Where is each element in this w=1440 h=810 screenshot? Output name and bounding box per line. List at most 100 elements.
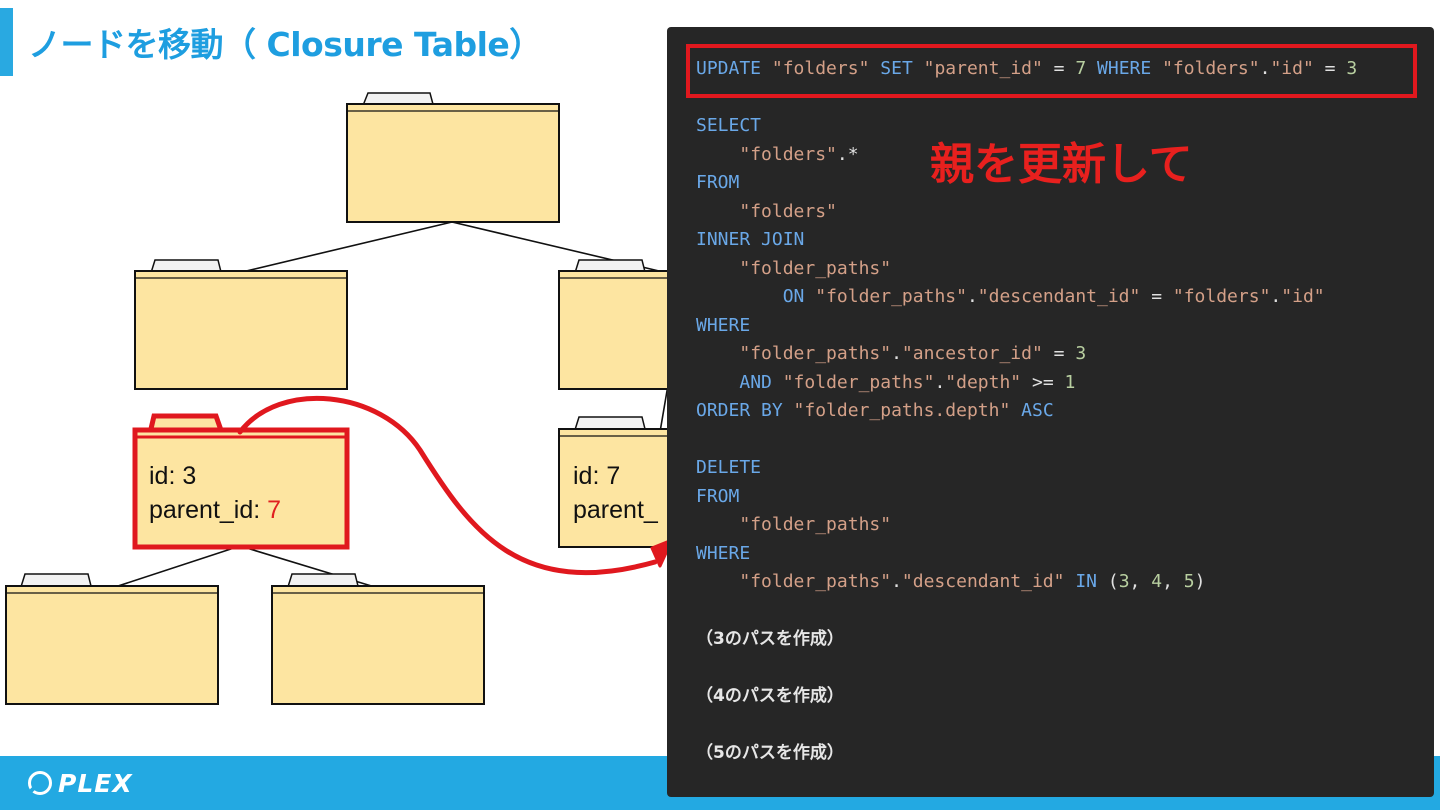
slide-title: ノードを移動（ Closure Table） <box>28 25 542 64</box>
code-line: ORDER BY "folder_paths.depth" ASC <box>696 397 1054 425</box>
code-token: "id" <box>1270 58 1314 79</box>
code-token: ORDER BY <box>696 400 783 421</box>
edge-3-left <box>111 545 241 589</box>
code-token: AND <box>739 371 772 393</box>
code-line: "folder_paths" <box>696 511 891 539</box>
code-token: WHERE <box>1097 58 1152 79</box>
code-token: （5のパスを作成） <box>696 743 844 763</box>
code-token: WHERE <box>696 542 751 564</box>
code-token: （3のパスを作成） <box>696 629 844 649</box>
code-token: >= <box>1021 371 1065 393</box>
footer-logo: PLEX <box>26 766 133 800</box>
code-token: = <box>1140 286 1173 307</box>
node3-parent-label: parent_id: 7 <box>149 493 281 527</box>
code-token: . <box>1270 286 1282 307</box>
node7-id-label: id: 7 <box>573 462 621 490</box>
edge-7-up <box>659 384 669 433</box>
code-token: "depth" <box>945 371 1022 393</box>
code-line: FROM <box>696 169 739 197</box>
code-token <box>804 286 815 307</box>
code-token: . <box>966 286 978 307</box>
code-line: DELETE <box>696 454 761 482</box>
code-token: SET <box>880 58 913 79</box>
code-token <box>1064 571 1075 592</box>
code-token <box>696 286 783 307</box>
code-line: "folder_paths"."descendant_id" IN (3, 4,… <box>696 568 1205 596</box>
code-token: 4 <box>1151 571 1163 592</box>
code-token <box>783 400 794 421</box>
code-token: IN <box>1075 571 1098 592</box>
code-token: "folders" <box>739 200 837 222</box>
code-token: . <box>891 571 902 592</box>
code-token: 1 <box>1064 371 1076 393</box>
code-line: "folder_paths" <box>696 255 891 283</box>
code-token: SELECT <box>696 115 762 136</box>
code-token: INNER JOIN <box>696 229 805 250</box>
code-token <box>696 201 739 222</box>
node3-id-label: id: 3 <box>149 462 197 490</box>
code-token: "parent_id" <box>923 58 1043 79</box>
folder-root <box>346 92 560 223</box>
code-token: . <box>934 371 946 393</box>
code-token: .* <box>836 143 859 165</box>
folder-level4-right <box>271 573 485 705</box>
folder-node-3 <box>132 413 350 550</box>
code-line-update: UPDATE "folders" SET "parent_id" = 7 WHE… <box>696 55 1357 83</box>
code-token: "descendant_id" <box>901 571 1065 592</box>
code-token: FROM <box>696 172 740 193</box>
code-line: WHERE <box>696 312 750 340</box>
plex-logo-icon <box>27 771 52 795</box>
code-line: SELECT <box>696 112 761 140</box>
code-line: "folder_paths"."ancestor_id" = 3 <box>696 340 1086 368</box>
code-token: "folder_paths.depth" <box>793 400 1011 421</box>
code-token: 5 <box>1183 571 1195 592</box>
code-token: 3 <box>1118 571 1130 592</box>
code-token: = <box>1042 343 1076 364</box>
code-token: "ancestor_id" <box>901 343 1043 364</box>
code-token: DELETE <box>696 457 762 478</box>
code-token: "folders" <box>1172 286 1271 307</box>
code-token: 3 <box>1346 58 1358 79</box>
code-token: ( <box>1097 571 1119 592</box>
code-token: ) <box>1194 571 1206 592</box>
code-line: （5のパスを作成） <box>696 739 844 767</box>
code-line: "folders".* <box>696 141 859 169</box>
code-token: 3 <box>1075 343 1087 364</box>
edge-root-right <box>451 221 681 277</box>
code-token: WHERE <box>696 314 751 336</box>
code-token <box>696 514 739 535</box>
code-token: . <box>891 343 902 364</box>
node7-parent-label: parent_ <box>573 496 658 524</box>
folder-level4-left <box>5 573 219 705</box>
code-token: = <box>1313 58 1347 79</box>
code-token <box>696 343 739 364</box>
folder-level2-left <box>134 259 348 390</box>
title-accent-bar <box>0 8 13 76</box>
code-token: , <box>1129 571 1152 592</box>
code-token: "folders" <box>771 58 870 79</box>
code-line: FROM <box>696 483 739 511</box>
code-line: AND "folder_paths"."depth" >= 1 <box>696 369 1075 397</box>
code-line: （4のパスを作成） <box>696 682 844 710</box>
code-token: FROM <box>696 485 740 507</box>
code-token <box>1010 400 1021 421</box>
code-token: "folder_paths" <box>782 371 935 393</box>
code-token: , <box>1162 571 1184 592</box>
code-token: （4のパスを作成） <box>696 686 844 706</box>
code-token <box>772 372 783 393</box>
code-token <box>696 144 739 165</box>
footer-logo-text: PLEX <box>58 768 133 798</box>
node3-parent-value: 7 <box>267 496 282 524</box>
node3-parent-prefix: parent_id: <box>149 496 268 524</box>
code-token: 7 <box>1075 58 1087 79</box>
edge-root-left <box>241 221 453 273</box>
code-token: . <box>1259 58 1271 79</box>
code-token: ON <box>782 286 805 307</box>
code-token <box>696 571 739 592</box>
code-line: WHERE <box>696 540 750 568</box>
code-token: "folder_paths" <box>815 286 967 307</box>
code-token: "folder_paths" <box>739 257 892 279</box>
code-token: UPDATE <box>696 58 762 79</box>
update-highlight-box <box>686 44 1417 98</box>
